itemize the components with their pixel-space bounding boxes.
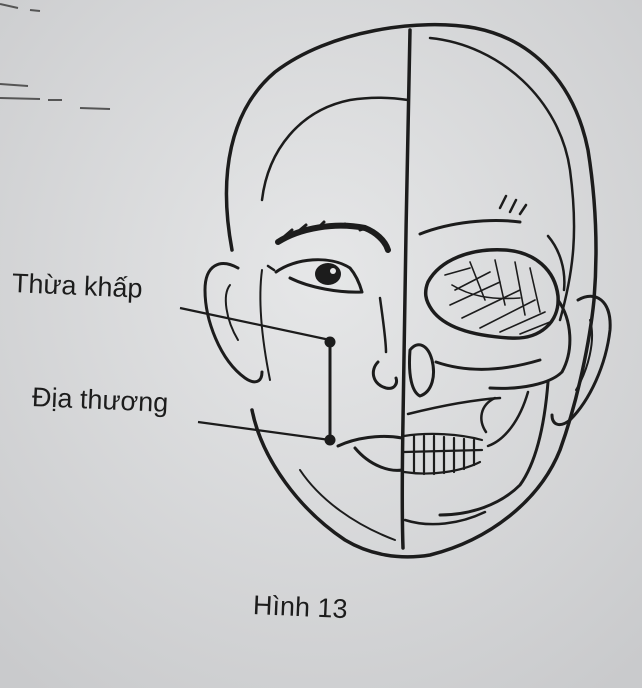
left-eye xyxy=(274,258,364,294)
head-outline xyxy=(224,22,598,559)
right-ear xyxy=(550,294,612,427)
left-ear xyxy=(203,262,264,384)
teeth xyxy=(402,432,484,476)
paper-marks xyxy=(0,3,111,110)
lips xyxy=(336,434,404,448)
point-dia-thuong xyxy=(324,434,336,446)
hairline xyxy=(260,96,410,202)
left-pupil xyxy=(315,263,341,285)
skull-rim xyxy=(428,36,576,322)
head-drawing xyxy=(203,22,612,559)
figure-caption: Hình 13 xyxy=(252,590,349,625)
zygomatic xyxy=(488,298,572,390)
label-thua-khap: Thừa khấp xyxy=(11,268,144,304)
nasal-cavity xyxy=(408,343,435,398)
leader-line-thua-khap xyxy=(179,306,331,342)
midline xyxy=(400,28,412,550)
acupoint-markers xyxy=(179,306,336,446)
point-thua-khap xyxy=(324,336,336,348)
right-orbit xyxy=(423,248,560,340)
label-dia-thuong: Địa thương xyxy=(31,382,169,418)
mandible xyxy=(438,380,550,517)
leader-line-dia-thuong xyxy=(197,420,331,442)
nose xyxy=(371,360,398,390)
orbit-texture xyxy=(444,259,551,335)
